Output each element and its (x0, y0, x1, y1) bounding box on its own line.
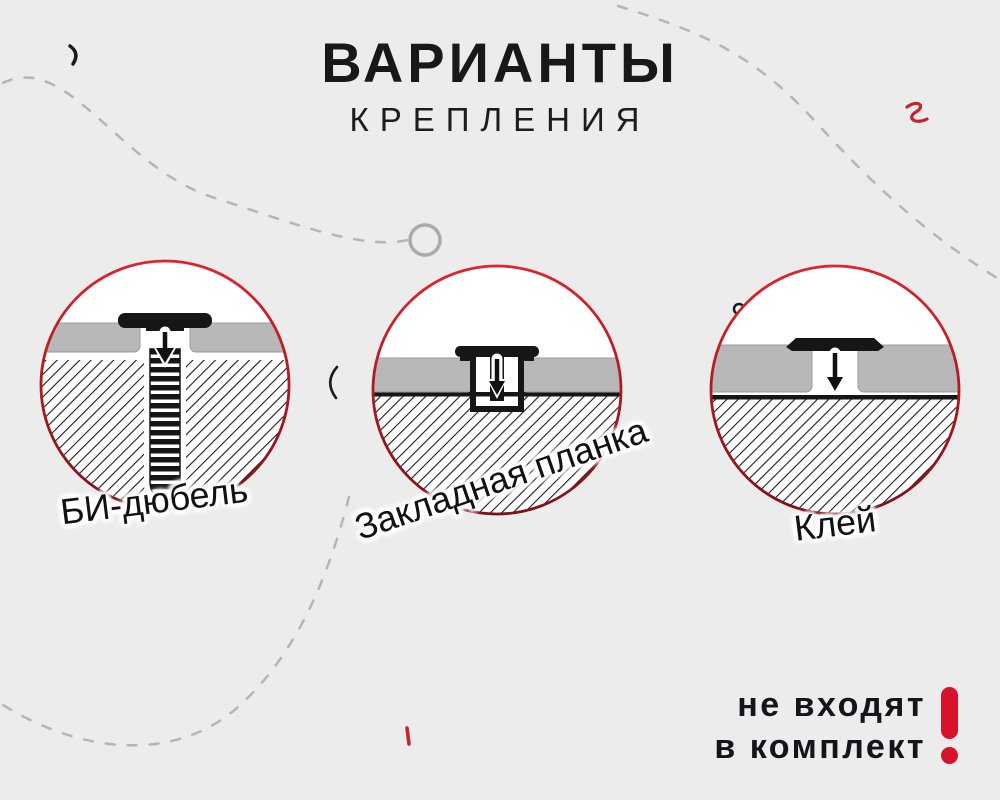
mounting-strip-diagram (371, 264, 623, 516)
embedded-channel (460, 356, 534, 412)
red-tick-mark (405, 726, 411, 746)
down-arrow (153, 326, 177, 368)
option-circle-glue (706, 261, 964, 519)
base-surface-line (711, 395, 959, 400)
down-arrow (487, 353, 507, 399)
parenthesis-mark (328, 365, 339, 400)
exclamation-dot (941, 747, 958, 764)
panel-left (711, 344, 813, 393)
option-circle-mounting-strip (368, 261, 626, 519)
apostrophe-mark (68, 44, 78, 66)
circle-ring (39, 259, 291, 511)
dowel-cap (118, 313, 212, 328)
panel-right (189, 322, 289, 353)
panel-left (373, 357, 473, 393)
panel-left (41, 322, 141, 353)
exclamation-icon (941, 687, 959, 764)
disclaimer-line-1: не входят (737, 686, 926, 724)
page-title: ВАРИАНТЫ (321, 31, 679, 94)
dashed-curve-bottom-left (0, 495, 351, 747)
red-squiggle-mark (905, 101, 929, 123)
flat-profile (786, 338, 884, 351)
circle-ring (709, 264, 961, 516)
disclaimer-line-2: в комплект (714, 728, 926, 766)
disclaimer-text: не входят в комплект (714, 684, 926, 768)
hatched-base (711, 399, 959, 514)
circle-ring (371, 264, 623, 516)
glue-diagram (709, 264, 961, 516)
panel-right (857, 344, 959, 393)
ribbed-dowel (149, 348, 181, 498)
option-circle-bi-dowel (36, 256, 294, 514)
title-block: ВАРИАНТЫ КРЕПЛЕНИЯ (0, 30, 1000, 139)
down-arrow (825, 347, 845, 395)
bi-dowel-diagram (39, 259, 291, 511)
exclamation-bar (941, 687, 958, 739)
page-subtitle: КРЕПЛЕНИЯ (349, 101, 651, 138)
circle-outline-decoration (408, 223, 442, 257)
panel-right (521, 357, 621, 393)
dashed-curve-top-right (616, 4, 1000, 282)
profile-cap (455, 346, 539, 357)
